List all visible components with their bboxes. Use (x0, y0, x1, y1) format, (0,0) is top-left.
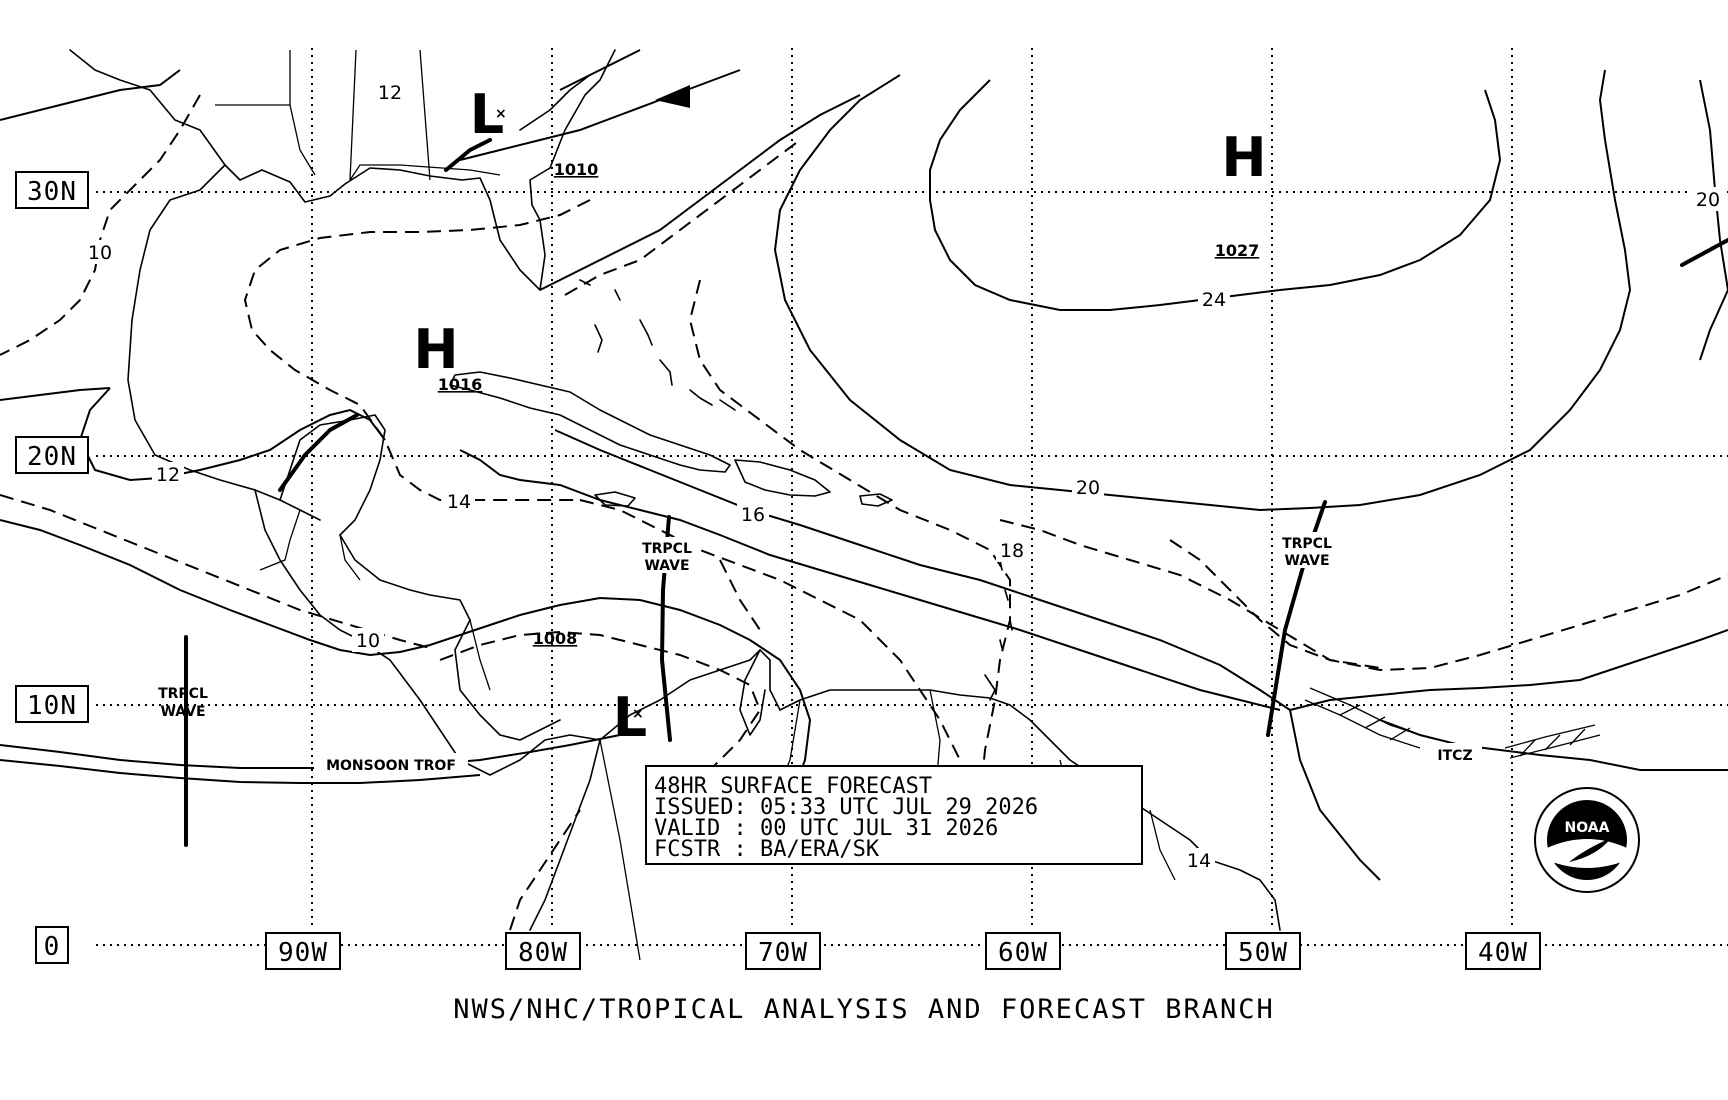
wave-label-wave: WAVE (1284, 553, 1329, 569)
low-center-x-1: × (495, 106, 507, 122)
high-symbol-atlantic: H (1221, 126, 1266, 189)
lon-label-50w: 50W (1238, 938, 1288, 968)
wave-label-wave: WAVE (644, 558, 689, 574)
isobar-label: 24 (1202, 289, 1226, 311)
high-pressure-atlantic: 1027 (1215, 241, 1260, 260)
lon-labels: 90W 80W 70W 60W 50W 40W (265, 932, 1541, 970)
isobar-label: 20 (1076, 477, 1100, 499)
noaa-logo: NOAA (1534, 787, 1640, 893)
coastlines (69, 49, 1281, 931)
lat-labels: 30N 20N 10N 0 (15, 171, 89, 964)
forecast-forecasters: FCSTR : BA/ERA/SK (654, 837, 880, 862)
lat-label-equator: 0 (44, 932, 61, 962)
wave-label-trpcl: TRPCL (642, 541, 692, 557)
isobar-label: 10 (356, 630, 380, 652)
isobar-labels: 12 10 12 14 16 18 20 24 20 10 14 (84, 80, 1724, 872)
lat-label-10n: 10N (27, 691, 77, 721)
noaa-logo-text: NOAA (1565, 820, 1610, 836)
lon-label-40w: 40W (1478, 938, 1528, 968)
forecast-title: 48HR SURFACE FORECAST (654, 774, 932, 799)
isobar-label: 10 (88, 242, 112, 264)
isobar-label: 16 (741, 504, 765, 526)
low-pressure-colombia: 1008 (533, 629, 578, 648)
low-symbol-colombia: L (613, 686, 647, 749)
isobar-label: 20 (1696, 189, 1720, 211)
itcz-lines (1304, 687, 1601, 759)
footer-branch: NWS/NHC/TROPICAL ANALYSIS AND FORECAST B… (453, 994, 1275, 1025)
low-pressure-southeast-us: 1010 (554, 160, 599, 179)
itcz-label: ITCZ (1437, 748, 1472, 764)
high-pressure-gulf: 1016 (438, 375, 483, 394)
wave-label-trpcl: TRPCL (1282, 536, 1332, 552)
isobar-label: 14 (447, 491, 471, 513)
isobar-label: 18 (1000, 540, 1024, 562)
monsoon-trough-label: MONSOON TROF (326, 758, 456, 774)
lat-label-30n: 30N (27, 177, 77, 207)
lon-label-90w: 90W (278, 938, 328, 968)
lon-label-70w: 70W (758, 938, 808, 968)
isobar-label: 12 (156, 464, 180, 486)
lon-label-60w: 60W (998, 938, 1048, 968)
high-symbol-gulf: H (413, 318, 458, 381)
forecast-issued: ISSUED: 05:33 UTC JUL 29 2026 (654, 795, 1038, 820)
isobar-label: 14 (1187, 850, 1211, 872)
isobar-label: 12 (378, 82, 402, 104)
wave-label-trpcl: TRPCL (158, 686, 208, 702)
feature-labels: TRPCL WAVE TRPCL WAVE TRPCL WAVE MONSOON… (158, 532, 1482, 775)
low-symbol-southeast-us: L (470, 83, 504, 146)
lon-label-80w: 80W (518, 938, 568, 968)
pressure-centers: H 1016 H 1027 L × 1010 L × 1008 (413, 83, 1266, 749)
tropical-waves (184, 138, 1728, 847)
forecast-info-box: 48HR SURFACE FORECAST ISSUED: 05:33 UTC … (645, 765, 1143, 865)
low-center-x-2: × (632, 706, 644, 722)
lat-label-20n: 20N (27, 442, 77, 472)
front-triangle (655, 85, 690, 108)
forecast-valid: VALID : 00 UTC JUL 31 2026 (654, 816, 998, 841)
wave-label-wave: WAVE (160, 704, 205, 720)
